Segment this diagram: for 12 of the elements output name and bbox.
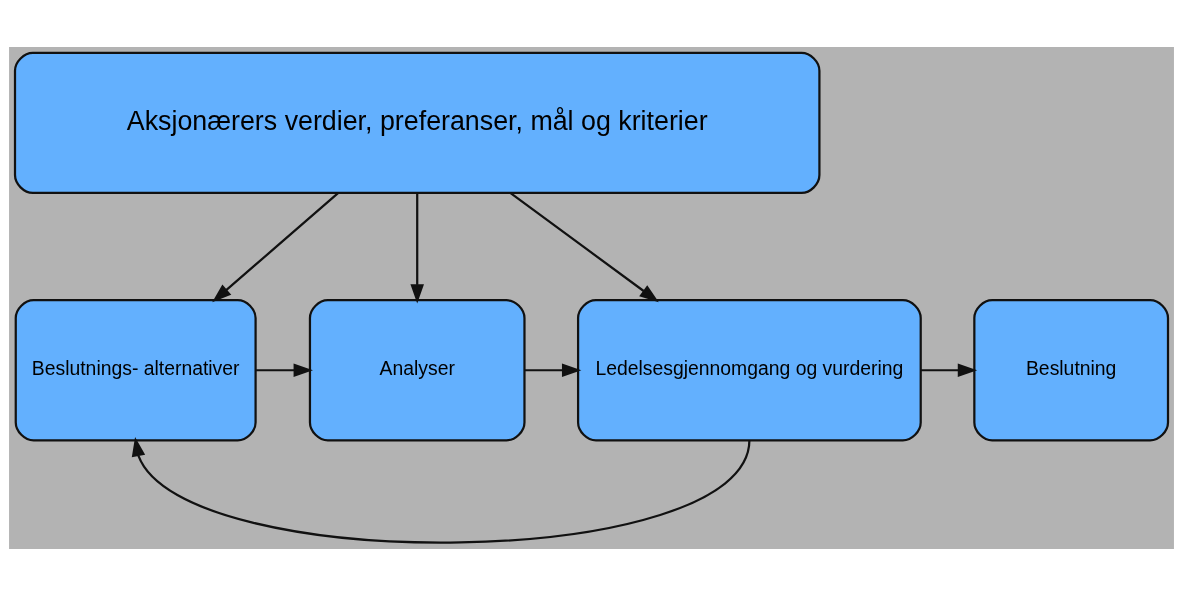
arrow: [509, 191, 659, 302]
arrow: [256, 362, 313, 377]
arrow: [524, 362, 582, 377]
node-box: Ledelsesgjennomgang og vurdering: [576, 298, 922, 441]
arrow: [410, 192, 424, 304]
arrow: [212, 191, 339, 302]
node-box: Analyser: [308, 298, 526, 441]
node-box: Aksjonærers verdier, preferanser, mål og kriterier: [13, 51, 821, 194]
arrow: [920, 362, 978, 377]
node-box: Beslutning: [973, 298, 1170, 441]
arrow: [131, 436, 751, 543]
node-box: Beslutnings- alternativer: [14, 298, 257, 441]
